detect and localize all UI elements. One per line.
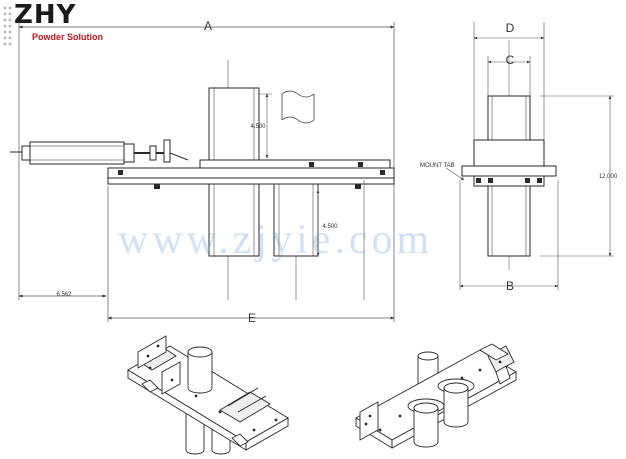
brand-tagline: Powder Solution (32, 32, 103, 42)
brand-logo: ZHY Powder Solution (2, 2, 112, 46)
brand-mark: ZHY (14, 0, 77, 30)
watermark-text: www.zjyie.com (118, 217, 434, 263)
label-height-lower: 4.500 (322, 224, 338, 230)
outlet-cylinder-left (208, 183, 260, 257)
label-dimension-a: A (204, 19, 212, 33)
label-total-height: 12.000 (599, 174, 618, 180)
side-mount-plate (461, 165, 557, 177)
label-dimension-b: B (506, 279, 514, 293)
label-mount-tab: MOUNT TAB (420, 163, 455, 169)
label-dimension-c: C (506, 53, 515, 67)
side-view (445, 22, 614, 290)
logo-dots-icon (3, 6, 12, 46)
air-cylinder-actuator (10, 139, 189, 165)
label-dimension-e: E (248, 311, 256, 325)
side-outlet-cylinder (487, 185, 531, 257)
isometric-view-right (355, 343, 517, 449)
label-left-offset: 6.562 (56, 292, 72, 298)
label-height-upper: 4.500 (250, 124, 266, 130)
front-view (10, 22, 395, 322)
inlet-cylinder (208, 87, 260, 163)
isometric-view-left (127, 335, 289, 455)
slide-gate-frame (107, 167, 395, 179)
label-dimension-d: D (506, 21, 515, 35)
